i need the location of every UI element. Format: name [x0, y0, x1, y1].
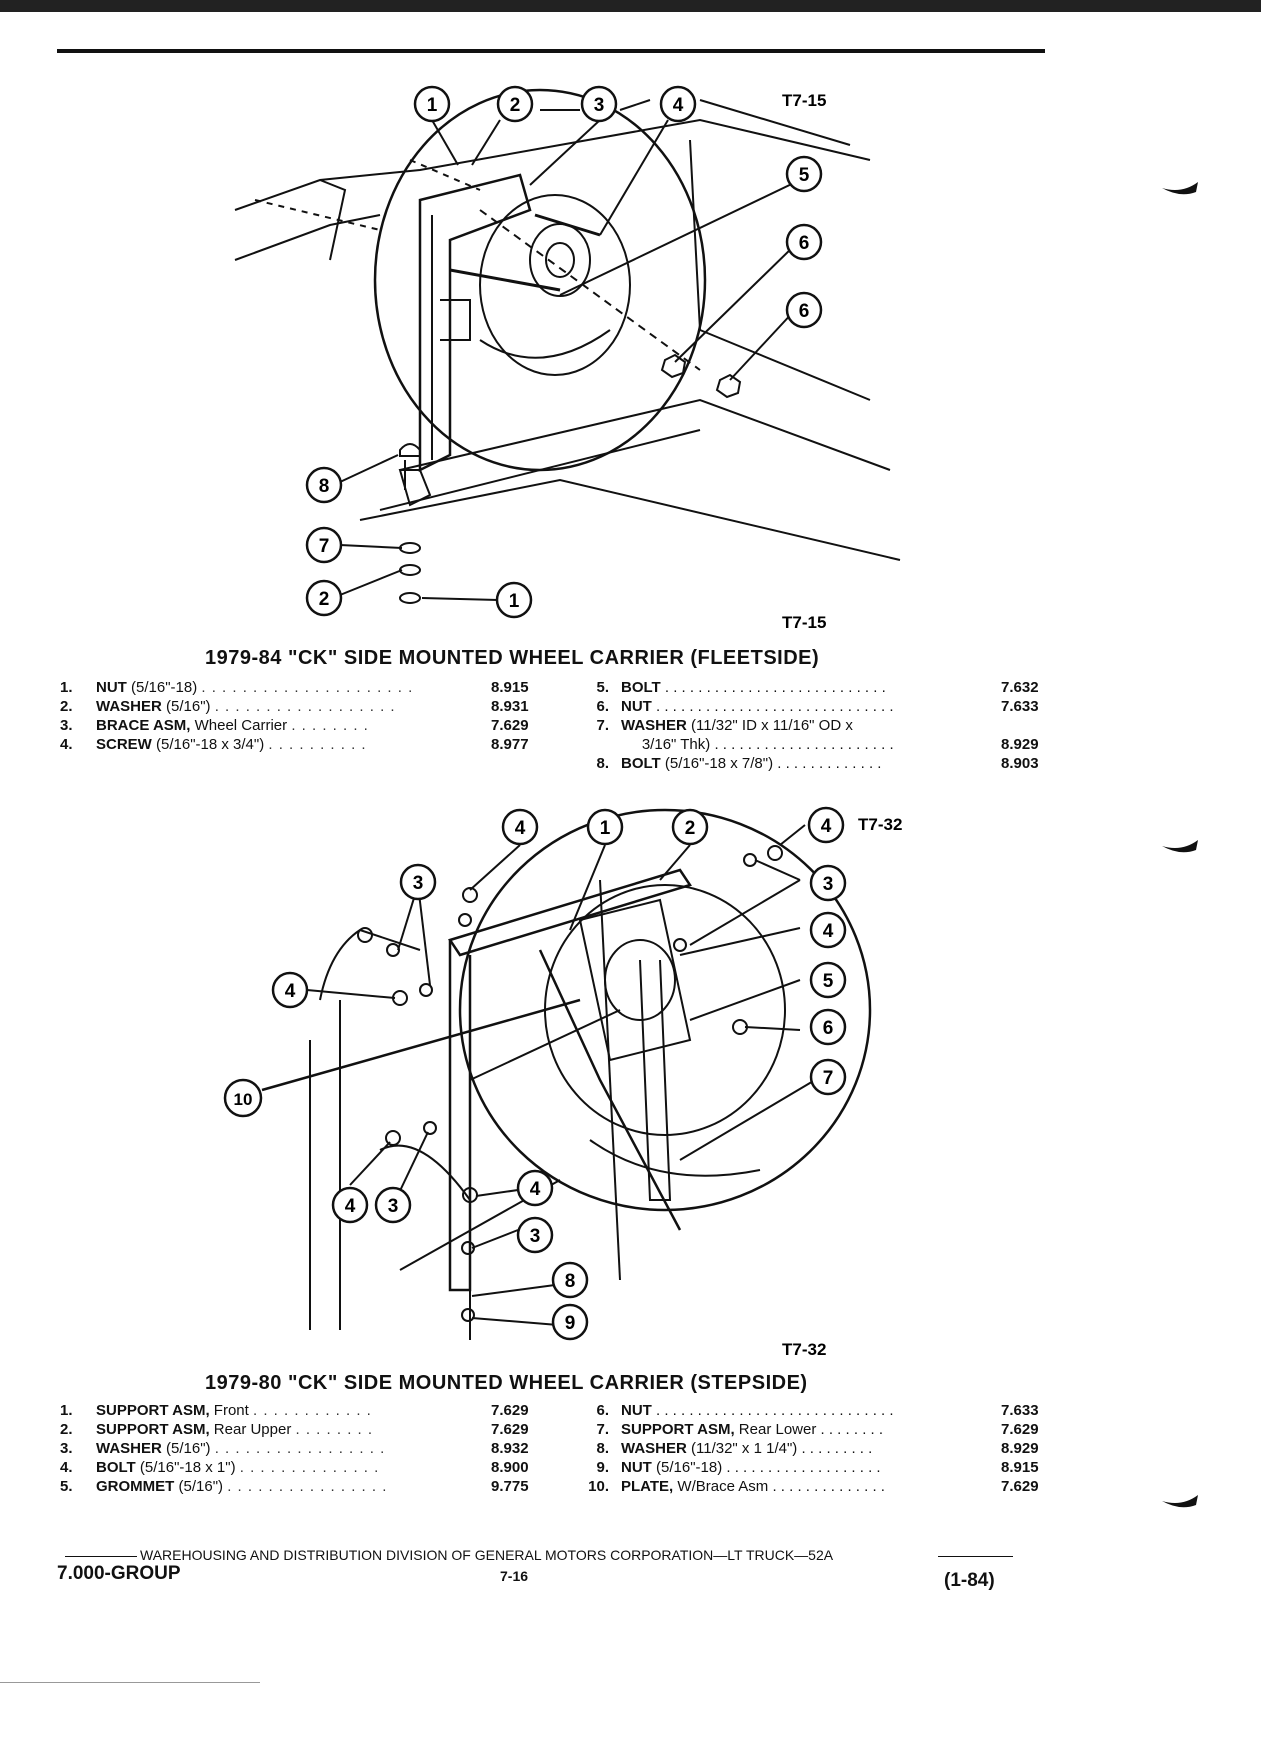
parts-row: 5. GROMMET (5/16") . . . . . . . . . . .… [60, 1478, 1039, 1495]
callout-8: 8 [551, 1261, 589, 1299]
parts-row: 3. WASHER (5/16") . . . . . . . . . . . … [60, 1440, 1039, 1457]
svg-text:9: 9 [565, 1313, 576, 1334]
parts-row: 2. WASHER (5/16") . . . . . . . . . . . … [60, 698, 1039, 715]
figure-code-top: T7-32 [858, 815, 902, 834]
callout-4-lower-left: 4 [331, 1186, 369, 1224]
svg-text:8: 8 [565, 1271, 576, 1292]
callout-5: 5 [809, 961, 847, 999]
svg-text:10: 10 [234, 1090, 253, 1109]
callout-6b: 6 [785, 291, 823, 329]
callout-2: 2 [496, 85, 534, 123]
footer-group: 7.000-GROUP [57, 1563, 181, 1584]
svg-text:6: 6 [799, 301, 810, 322]
callout-3-right: 3 [809, 864, 847, 902]
svg-text:1: 1 [427, 95, 438, 116]
footer-publisher-line: WAREHOUSING AND DISTRIBUTION DIVISION OF… [140, 1547, 834, 1563]
callout-3-left: 3 [399, 863, 437, 901]
callout-1: 1 [586, 808, 624, 846]
callout-2: 2 [671, 808, 709, 846]
callout-4: 4 [501, 808, 539, 846]
svg-text:4: 4 [530, 1179, 541, 1200]
svg-text:4: 4 [515, 818, 526, 839]
svg-text:4: 4 [345, 1196, 356, 1217]
callout-10: 10 [223, 1078, 263, 1118]
footer-rule-right [938, 1556, 1013, 1557]
callout-6a: 6 [785, 223, 823, 261]
section-title-fleetside: 1979-84 "CK" SIDE MOUNTED WHEEL CARRIER … [205, 647, 820, 669]
callout-9: 9 [551, 1303, 589, 1341]
callout-1-lower: 1 [495, 581, 533, 619]
svg-text:4: 4 [673, 95, 684, 116]
svg-text:3: 3 [413, 873, 424, 894]
callout-3: 3 [580, 85, 618, 123]
svg-text:6: 6 [799, 233, 810, 254]
callout-4-lower: 4 [516, 1169, 554, 1207]
callout-7: 7 [305, 526, 343, 564]
footer-date: (1-84) [944, 1570, 995, 1591]
figure-code-top: T7-15 [782, 91, 826, 110]
svg-text:7: 7 [823, 1068, 834, 1089]
callout-2-lower: 2 [305, 579, 343, 617]
parts-row: 1. SUPPORT ASM, Front . . . . . . . . . … [60, 1402, 1039, 1419]
callouts-top: 1 2 3 4 5 6 6 8 7 2 1 [305, 85, 823, 619]
callouts-bottom: 4 1 2 4 3 3 4 5 6 7 4 10 4 3 4 3 8 9 [223, 806, 847, 1341]
svg-text:8: 8 [319, 476, 330, 497]
callout-8: 8 [305, 466, 343, 504]
footer-rule-left [65, 1556, 137, 1557]
parts-row: 4. BOLT (5/16"-18 x 1") . . . . . . . . … [60, 1459, 1039, 1476]
svg-text:4: 4 [823, 921, 834, 942]
callout-3-lower: 3 [516, 1216, 554, 1254]
svg-text:5: 5 [799, 165, 810, 186]
parts-row: 3. BRACE ASM, Wheel Carrier . . . . . . … [60, 717, 853, 734]
scan-top-border [0, 0, 1261, 12]
svg-text:7: 7 [319, 536, 330, 557]
svg-text:1: 1 [600, 818, 611, 839]
parts-row: 4. SCREW (5/16"-18 x 3/4") . . . . . . .… [60, 736, 1039, 753]
svg-text:4: 4 [285, 981, 296, 1002]
scan-bottom-edge [0, 1682, 260, 1683]
parts-row: 1. NUT (5/16"-18) . . . . . . . . . . . … [60, 679, 1039, 696]
svg-text:6: 6 [823, 1018, 834, 1039]
header-rule [57, 49, 1045, 53]
figure-code-bottom: T7-32 [782, 1340, 826, 1359]
svg-text:5: 5 [823, 971, 834, 992]
svg-text:3: 3 [594, 95, 605, 116]
svg-text:3: 3 [823, 874, 834, 895]
callout-7: 7 [809, 1058, 847, 1096]
figure-code-bottom: T7-15 [782, 613, 826, 632]
svg-text:4: 4 [821, 816, 832, 837]
callout-4: 4 [659, 85, 697, 123]
section-title-stepside: 1979-80 "CK" SIDE MOUNTED WHEEL CARRIER … [205, 1372, 808, 1394]
fleetside-wheel-carrier-illustration: 1 2 3 4 5 6 6 8 7 2 1 T7-15 T7-15 [234, 85, 901, 632]
callout-6: 6 [809, 1008, 847, 1046]
binder-mark-icon [1162, 182, 1198, 195]
svg-text:3: 3 [388, 1196, 399, 1217]
svg-text:2: 2 [685, 818, 696, 839]
svg-text:2: 2 [510, 95, 521, 116]
svg-text:1: 1 [509, 591, 520, 612]
parts-list-fleetside: 1. NUT (5/16"-18) . . . . . . . . . . . … [60, 679, 1061, 774]
parts-row: 8. BOLT (5/16"-18 x 7/8") . . . . . . . … [596, 755, 1039, 772]
callout-1: 1 [413, 85, 451, 123]
binder-mark-icon [1162, 840, 1198, 853]
parts-list-stepside: 1. SUPPORT ASM, Front . . . . . . . . . … [60, 1402, 1061, 1497]
callout-5: 5 [785, 155, 823, 193]
callout-3-lower-left: 3 [374, 1186, 412, 1224]
callout-4-right-mid: 4 [809, 911, 847, 949]
callout-4-left: 4 [271, 971, 309, 1009]
parts-row: 2. SUPPORT ASM, Rear Upper . . . . . . .… [60, 1421, 1039, 1438]
svg-text:3: 3 [530, 1226, 541, 1247]
svg-text:2: 2 [319, 589, 330, 610]
binder-mark-icon [1162, 1495, 1198, 1508]
footer-page-number: 7-16 [500, 1568, 529, 1584]
callout-4-right: 4 [807, 806, 845, 844]
stepside-wheel-carrier-illustration: 4 1 2 4 3 3 4 5 6 7 4 10 4 3 4 3 8 9 T7-… [223, 806, 902, 1359]
